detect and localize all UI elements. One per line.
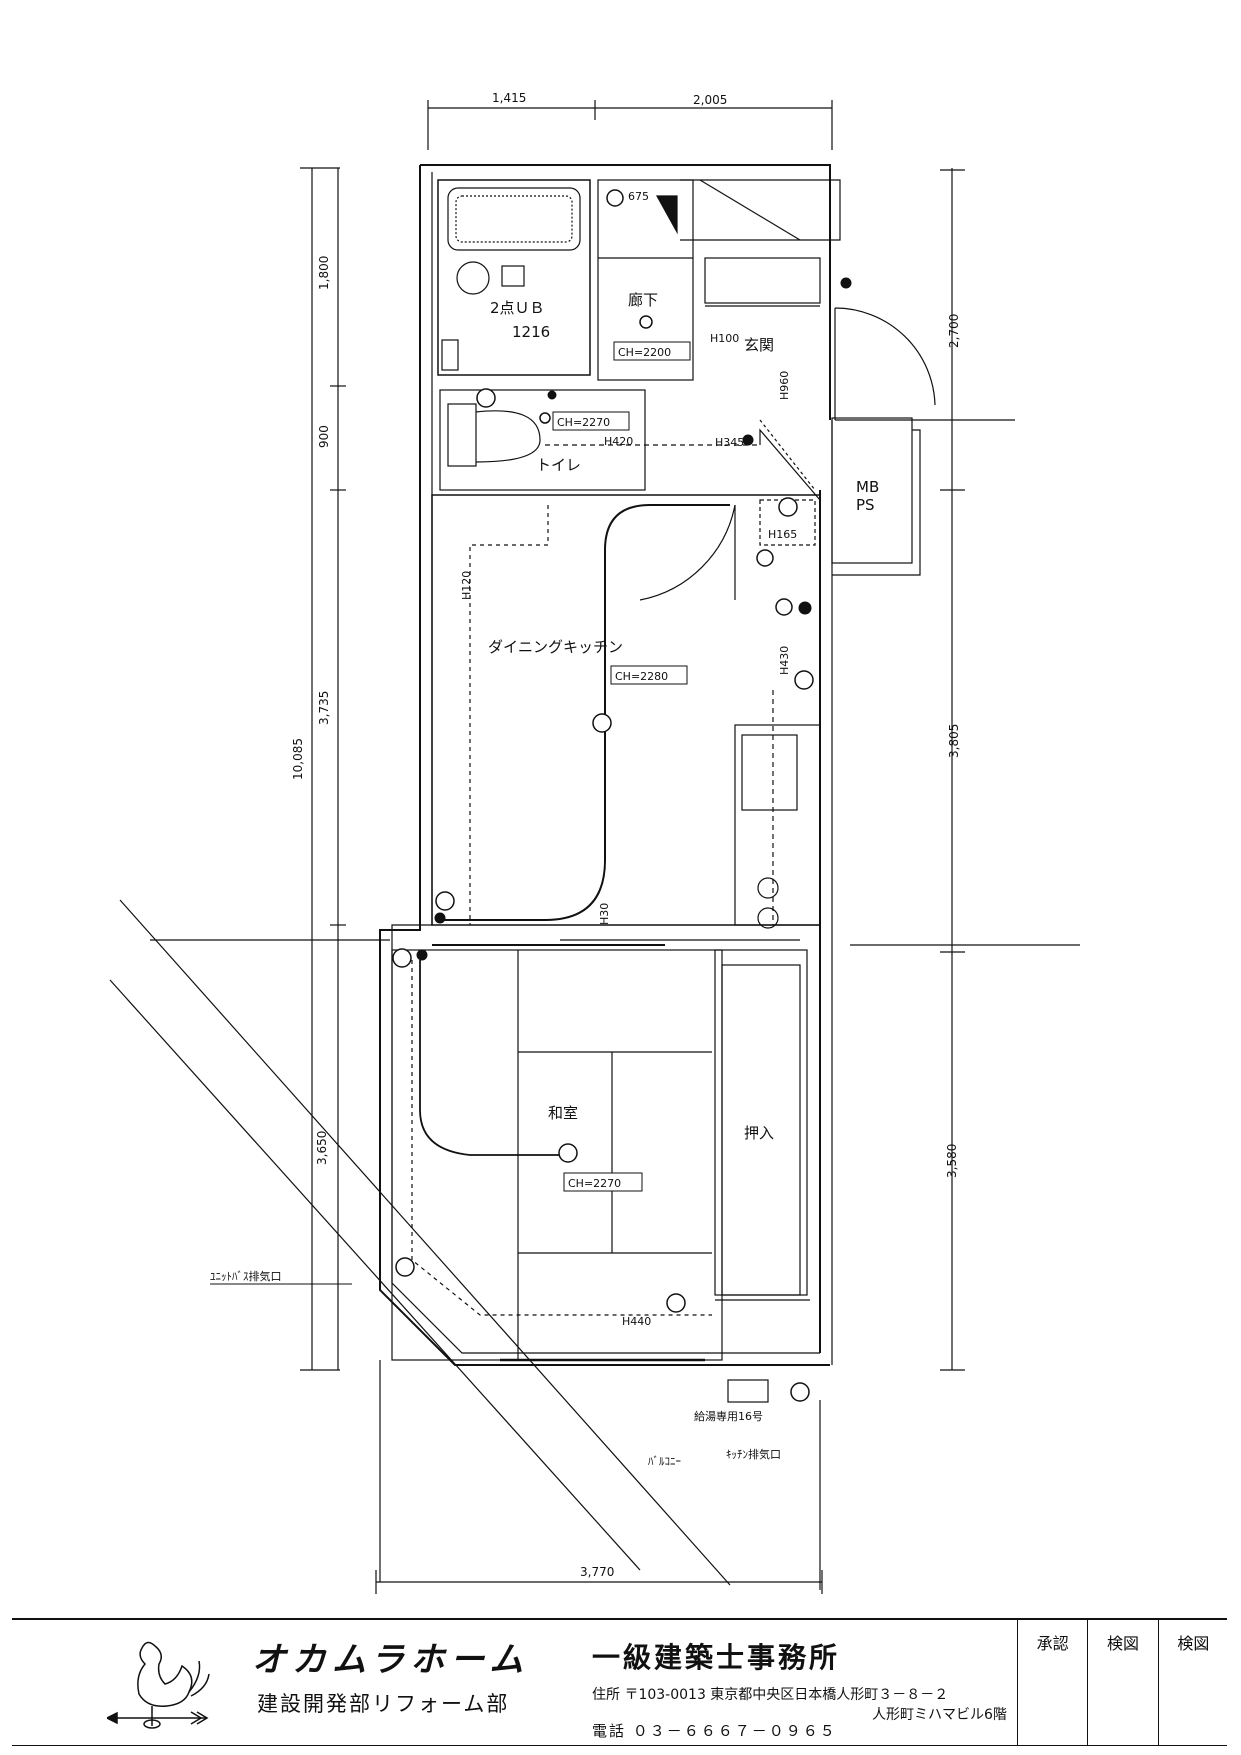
label-bath: 2点ＵＢ xyxy=(490,299,545,317)
brand-name: オカムラホーム xyxy=(252,1640,530,1680)
stamp-check-1: 検図 xyxy=(1088,1620,1159,1745)
note-kitchen-vent: ｷｯﾁﾝ排気口 xyxy=(726,1447,781,1461)
label-washitsu-ch: CH=2270 xyxy=(568,1177,621,1190)
label-corridor-ch: CH=2200 xyxy=(618,346,671,359)
telephone: 電話 ０３－６６６７－０９６５ xyxy=(592,1722,837,1740)
label-bath-size: 1216 xyxy=(512,323,550,341)
stamp-approve: 承認 xyxy=(1018,1620,1089,1745)
note-ub-vent: ﾕﾆｯﾄﾊﾞｽ排気口 xyxy=(210,1269,282,1283)
label-toilet-ch: CH=2270 xyxy=(557,416,610,429)
label-washitsu: 和室 xyxy=(548,1104,578,1122)
office-name: 一級建築士事務所 xyxy=(592,1641,841,1674)
label-entrance: 玄関 xyxy=(744,336,774,354)
dim-right-lower: 3,580 xyxy=(945,1144,959,1178)
rooster-weathervane-logo xyxy=(107,1641,210,1729)
stamp-check-2: 検図 xyxy=(1177,1634,1210,1653)
label-toilet: トイレ xyxy=(536,456,581,474)
note-balcony: ﾊﾞﾙｺﾆｰ xyxy=(648,1455,681,1468)
height-h120: H120 xyxy=(460,571,473,600)
height-h345: H345 xyxy=(715,436,744,449)
dim-top-right: 2,005 xyxy=(693,93,727,107)
dim-bottom: 3,770 xyxy=(580,1565,614,1579)
label-ps: PS xyxy=(856,496,875,514)
label-corridor: 廊下 xyxy=(628,291,658,309)
height-h440: H440 xyxy=(622,1315,651,1328)
note-water-heater: 給湯専用16号 xyxy=(694,1409,763,1423)
dim-left-bottom: 3,650 xyxy=(315,1131,329,1165)
floor-plan: 1,415 2,005 1,800 900 3,735 10,085 3,650… xyxy=(109,91,1080,1594)
height-h960: H960 xyxy=(778,371,791,400)
dim-right-mid: 3,805 xyxy=(947,724,961,758)
label-dining-ch: CH=2280 xyxy=(615,670,668,683)
height-h430: H430 xyxy=(778,646,791,675)
stamp-boxes: 承認 検図 検図 xyxy=(1017,1620,1228,1745)
height-h30: H30 xyxy=(598,903,611,925)
address-line-1: 住所 〒103-0013 東京都中央区日本橋人形町３－８－２ xyxy=(592,1687,949,1703)
label-oshiire: 押入 xyxy=(744,1124,774,1142)
dim-left-mid: 900 xyxy=(317,425,331,448)
department-name: 建設開発部リフォーム部 xyxy=(257,1692,510,1716)
height-h420: H420 xyxy=(604,435,633,448)
dim-left-total: 10,085 xyxy=(291,738,305,780)
label-mb: MB xyxy=(856,478,879,496)
dim-left-lower: 3,735 xyxy=(317,691,331,725)
label-dining: ダイニングキッチン xyxy=(488,638,623,656)
dim-top-left: 1,415 xyxy=(492,91,526,105)
height-675: 675 xyxy=(628,190,649,203)
dim-left-upper: 1,800 xyxy=(317,256,331,290)
height-h100: H100 xyxy=(710,332,739,345)
height-h165: H165 xyxy=(768,528,797,541)
address-line-2: 人形町ミハマビル6階 xyxy=(872,1707,1007,1723)
dim-right-upper: 2,700 xyxy=(947,314,961,348)
title-block: オカムラホーム 建設開発部リフォーム部 一級建築士事務所 住所 〒103-001… xyxy=(12,1618,1227,1746)
